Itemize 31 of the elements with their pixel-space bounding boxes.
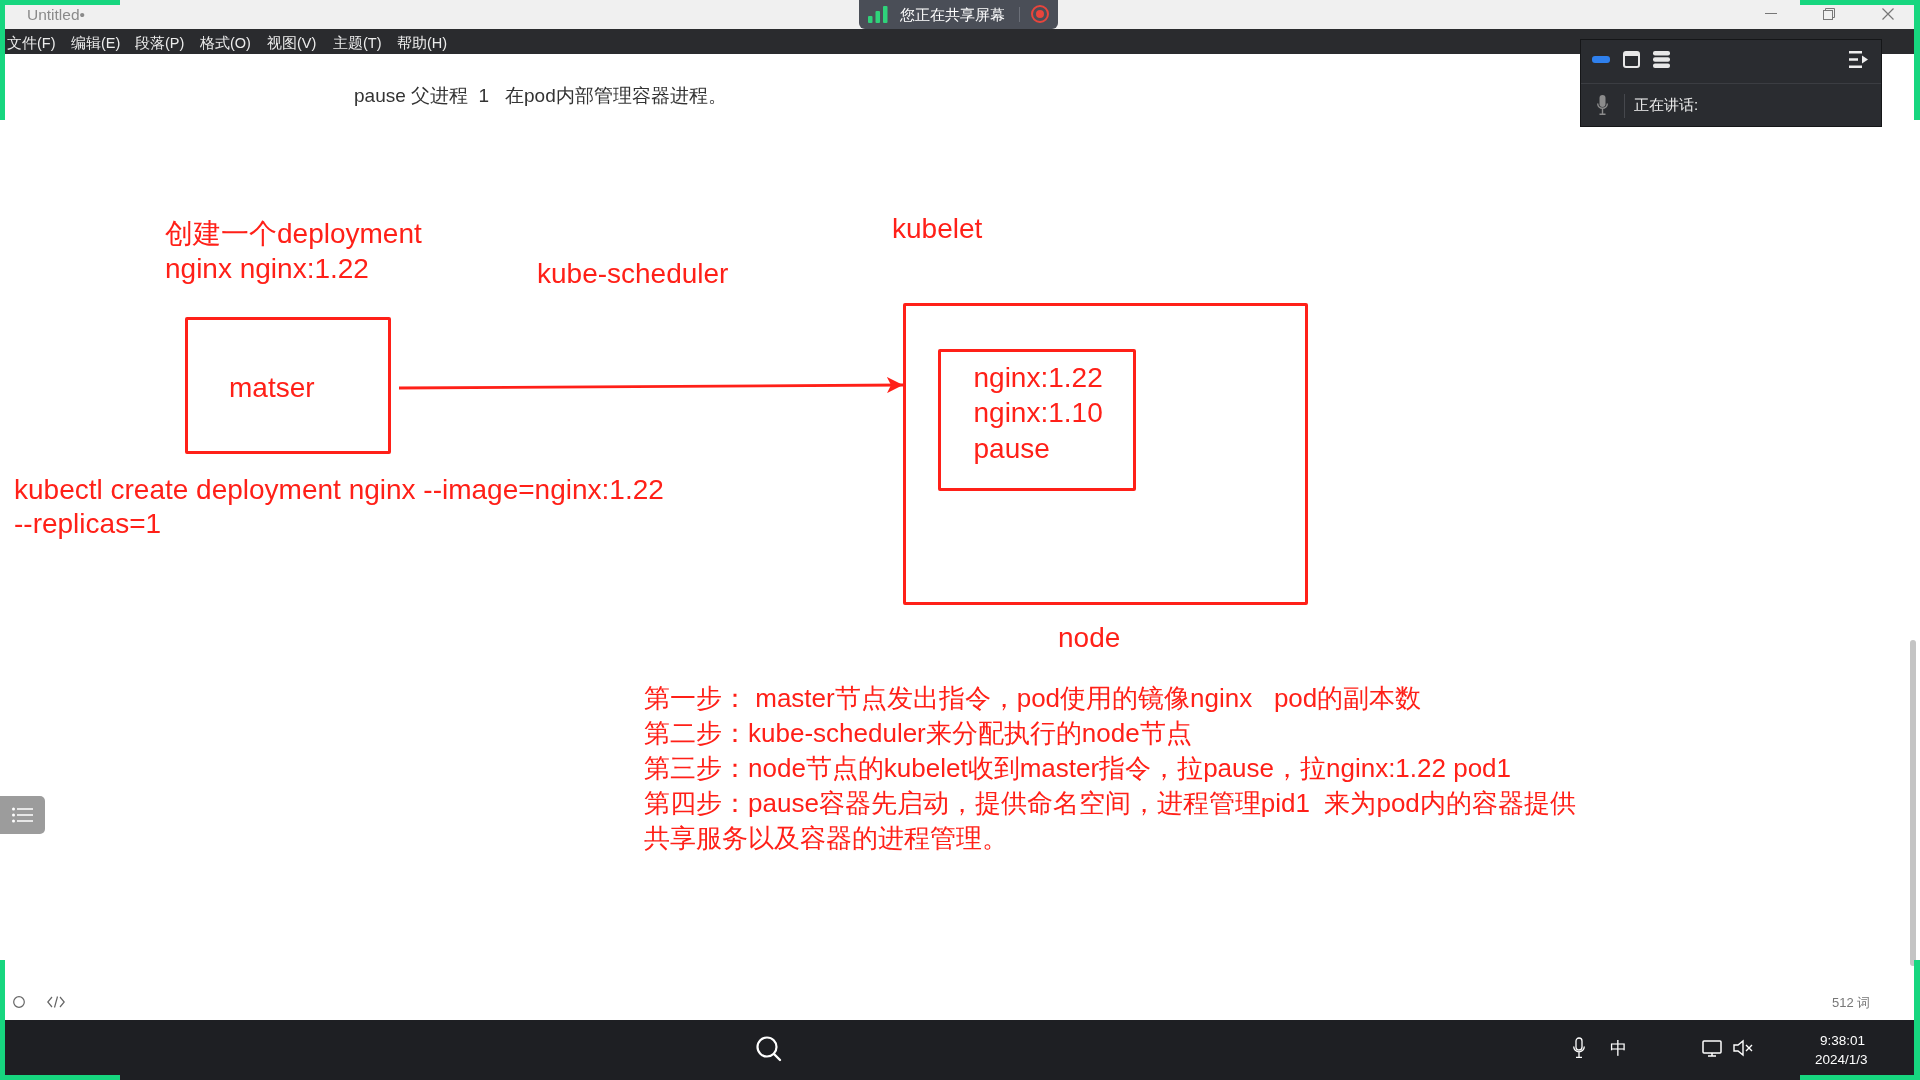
clock-date: 2024/1/3	[1815, 1050, 1868, 1068]
window-title: Untitled•	[27, 5, 85, 24]
container-name: nginx:1.22	[973, 360, 1103, 395]
clock-time: 9:38:01	[1820, 1031, 1866, 1049]
body-text: pause 父进程 1 在pod内部管理容器进程。	[354, 84, 727, 108]
step-text: 第三步：node节点的kubelet收到master指令，拉pause，拉nginx:1.22 pod1	[644, 752, 1513, 785]
container-name: pause	[973, 431, 1050, 466]
annotation-text: 创建一个deployment nginx nginx:1.22	[165, 217, 423, 286]
input-mode-label: 中	[1610, 1038, 1627, 1060]
word-count: 512 词	[1832, 993, 1871, 1011]
node-label: matser	[229, 371, 315, 405]
annotation-text: kube-scheduler	[537, 256, 729, 291]
status-text: 您正在共享屏幕	[900, 5, 1005, 24]
pod-box	[937, 348, 1136, 491]
annotation-text: kubelet	[892, 212, 983, 246]
menu-item: 帮助(H)	[397, 33, 448, 53]
step-text: 第二步：kube-scheduler来分配执行的node节点	[644, 717, 1193, 750]
menu-item: 视图(V)	[267, 33, 317, 53]
menu-item: 文件(F)	[7, 33, 56, 53]
menu-item: 格式(O)	[200, 33, 251, 53]
menu-item: 编辑(E)	[71, 33, 121, 53]
menu-item: 段落(P)	[135, 33, 185, 53]
step-text: 第四步：pause容器先启动，提供命名空间，进程管理pid1 来为pod内的容器提供共享服务以及容器的进程管理。	[644, 787, 1577, 855]
step-text: 第一步： master节点发出指令，pod使用的镜像nginx pod的副本数	[644, 682, 1423, 715]
node-label: node	[1058, 621, 1121, 655]
panel-label: 正在讲话:	[1634, 95, 1699, 115]
command-text: kubectl create deployment nginx --image=nginx:1.22 --replicas=1	[14, 473, 665, 541]
arrow	[399, 377, 903, 394]
container-name: nginx:1.10	[973, 395, 1103, 430]
menu-item: 主题(T)	[333, 33, 382, 53]
process-box	[185, 317, 391, 454]
